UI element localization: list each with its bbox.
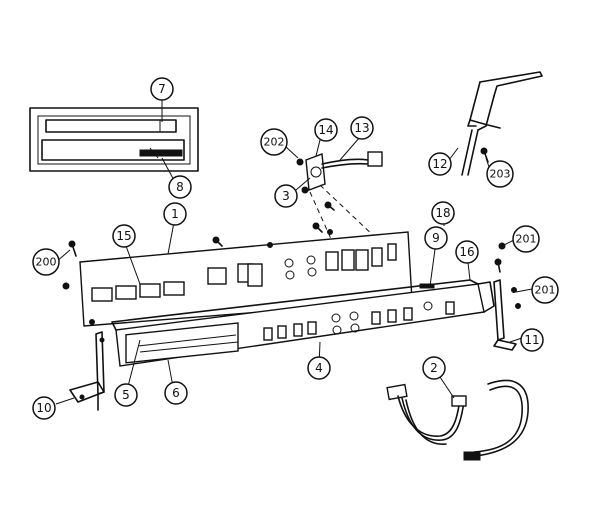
callout-12: 12	[428, 152, 452, 176]
callout-203: 203	[486, 160, 514, 188]
left-end-bracket	[69, 331, 105, 411]
right-end-bracket	[493, 242, 521, 351]
callout-18-label: 18	[435, 206, 450, 220]
callout-7-label: 7	[158, 82, 166, 96]
callout-201-top: 201	[512, 225, 540, 253]
callout-15-label: 15	[116, 229, 131, 243]
callout-14: 14	[314, 118, 338, 142]
callout-2: 2	[422, 356, 446, 380]
callout-10: 10	[32, 396, 56, 420]
upper-mounting-bracket	[461, 71, 543, 176]
control-panel-console	[111, 279, 495, 367]
callout-8-label: 8	[176, 180, 184, 194]
wire-harness	[386, 379, 529, 461]
callout-203-label: 203	[490, 168, 511, 181]
callout-1-label: 1	[171, 207, 179, 221]
callout-201-top-label: 201	[516, 233, 537, 246]
callout-9: 9	[424, 226, 448, 250]
callout-6-label: 6	[172, 386, 180, 400]
callout-200-label: 200	[36, 256, 57, 269]
callout-16-label: 16	[459, 245, 474, 259]
callout-202-label: 202	[264, 136, 285, 149]
callout-16: 16	[455, 240, 479, 264]
callout-13-label: 13	[354, 121, 369, 135]
callout-7: 7	[150, 77, 174, 101]
callout-8: 8	[168, 175, 192, 199]
callout-5: 5	[114, 383, 138, 407]
callout-6: 6	[164, 381, 188, 405]
callout-11-label: 11	[524, 333, 539, 347]
callout-12-label: 12	[432, 157, 447, 171]
callout-1: 1	[163, 202, 187, 226]
callout-13: 13	[350, 116, 374, 140]
callout-14-label: 14	[318, 123, 333, 137]
display-lens-assembly	[29, 107, 199, 172]
callout-201-side: 201	[531, 276, 559, 304]
board-screws	[62, 201, 335, 290]
callout-4: 4	[307, 356, 331, 380]
callout-3-label: 3	[282, 189, 290, 203]
callout-15: 15	[112, 224, 136, 248]
callout-10-label: 10	[36, 401, 51, 415]
callout-18: 18	[431, 201, 455, 225]
callout-5-label: 5	[122, 388, 130, 402]
callout-3: 3	[274, 184, 298, 208]
callout-11: 11	[520, 328, 544, 352]
callout-2-label: 2	[430, 361, 438, 375]
callout-9-label: 9	[432, 231, 440, 245]
callout-202: 202	[260, 128, 288, 156]
callout-4-label: 4	[315, 361, 323, 375]
callout-201-side-label: 201	[535, 284, 556, 297]
callout-200: 200	[32, 248, 60, 276]
